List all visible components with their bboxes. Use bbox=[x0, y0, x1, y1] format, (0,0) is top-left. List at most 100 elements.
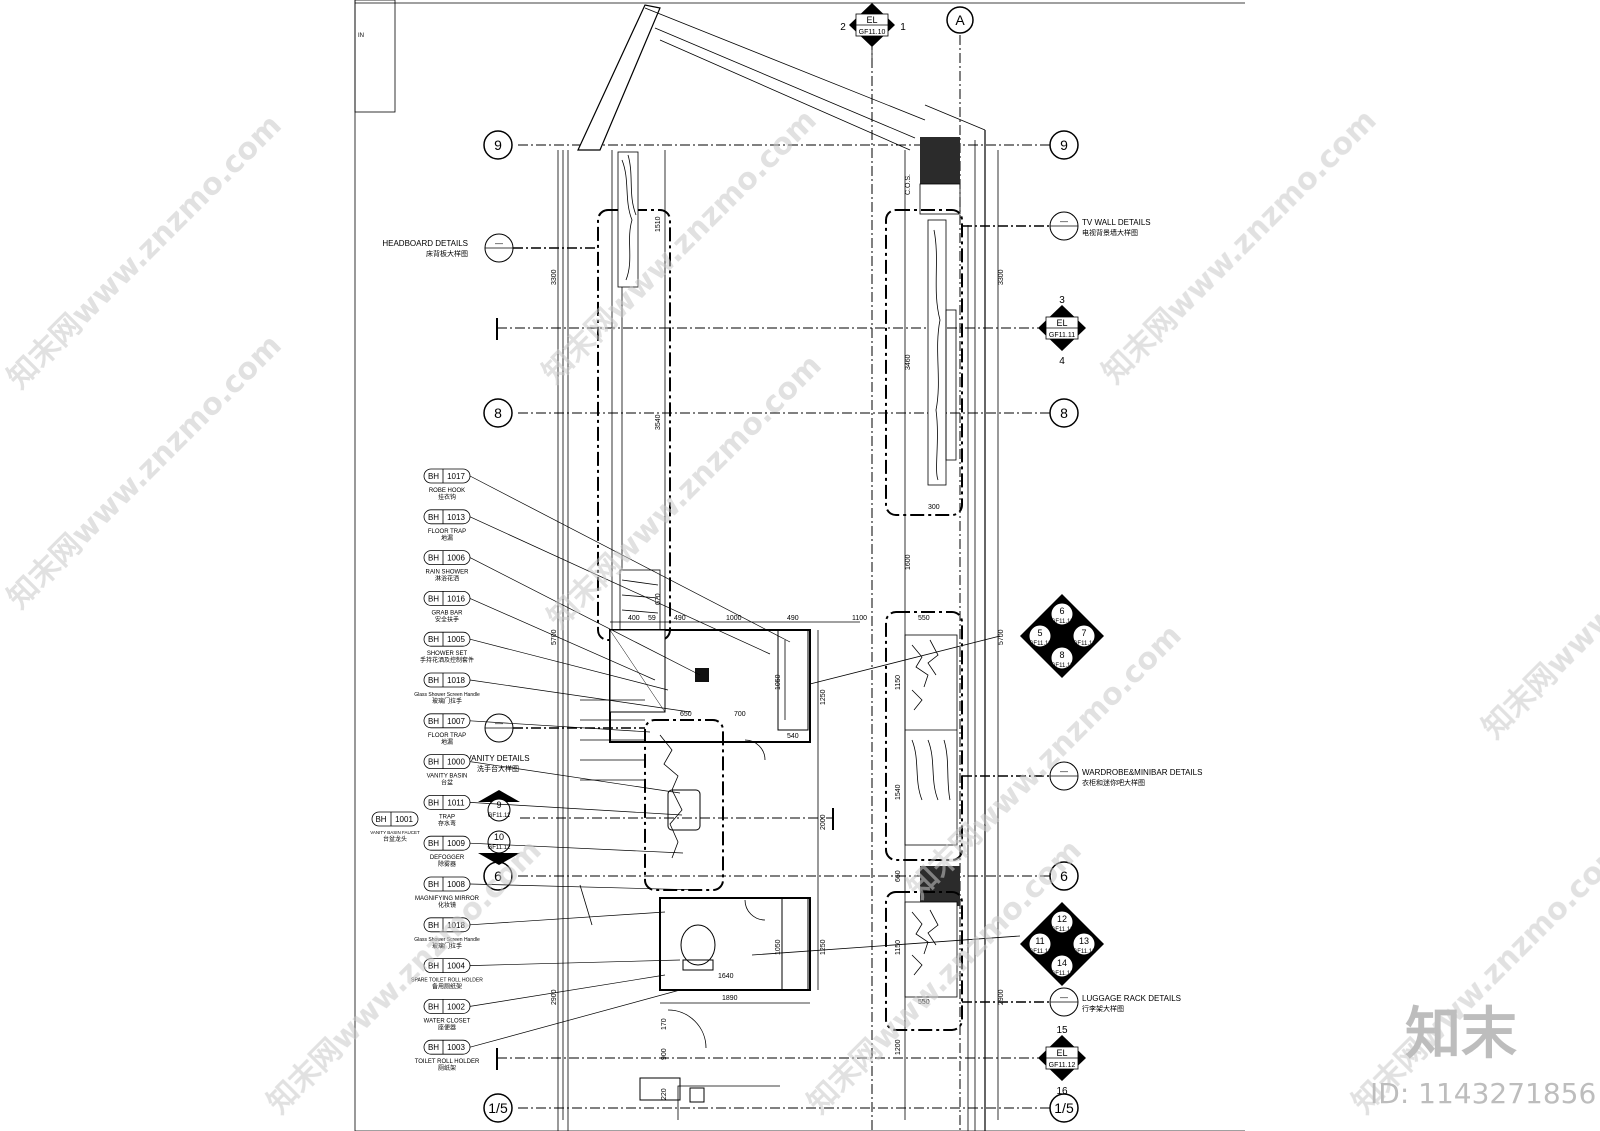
svg-text:400: 400 bbox=[628, 615, 640, 622]
svg-text:VANITY DETAILS: VANITY DETAILS bbox=[466, 754, 529, 763]
elevation-marker-top: EL GF11.10 2 1 bbox=[840, 3, 906, 60]
fixture-name-en: RAIN SHOWER bbox=[425, 570, 469, 576]
fixture-code: 1017 bbox=[447, 472, 465, 481]
svg-text:LUGGAGE RACK DETAILS: LUGGAGE RACK DETAILS bbox=[1082, 994, 1181, 1003]
fixture-name-cn: 手持花洒及控制套件 bbox=[420, 656, 474, 664]
elevation-quad-marker-upper: 6 GF11.11 5 GF11.11 7 GF11.11 8 GF11.11 bbox=[1020, 594, 1104, 678]
svg-text:170: 170 bbox=[661, 1018, 668, 1030]
dimension-lines bbox=[562, 150, 999, 1120]
grid-lines bbox=[496, 35, 1050, 1131]
svg-text:TV WALL DETAILS: TV WALL DETAILS bbox=[1082, 218, 1151, 227]
fixture-name-en: Glass Shower Screen Handle bbox=[414, 692, 480, 698]
svg-text:1/5: 1/5 bbox=[1054, 1100, 1074, 1116]
svg-text:550: 550 bbox=[918, 615, 930, 622]
grid-bubble-9-left: 9 bbox=[483, 130, 513, 160]
svg-text:GF11.12: GF11.12 bbox=[1051, 971, 1075, 977]
grid-bubble-8-left: 8 bbox=[483, 398, 513, 428]
svg-text:知末网www.znzmo.com: 知末网www.znzmo.com bbox=[1476, 458, 1600, 746]
svg-text:电视背景墙大样图: 电视背景墙大样图 bbox=[1082, 228, 1138, 237]
svg-text:GF11.12: GF11.12 bbox=[1051, 927, 1075, 933]
callout-headboard: — HEADBOARD DETAILS 床背板大样图 bbox=[382, 233, 598, 263]
svg-text:8: 8 bbox=[1060, 405, 1068, 421]
svg-text:5700: 5700 bbox=[551, 629, 558, 645]
svg-text:HEADBOARD DETAILS: HEADBOARD DETAILS bbox=[382, 239, 468, 248]
fixture-name-en: WATER CLOSET bbox=[424, 1018, 471, 1024]
svg-text:GF11.11: GF11.11 bbox=[1073, 641, 1096, 647]
fixture-name-cn: 存水弯 bbox=[438, 819, 456, 827]
fixture-prefix: BH bbox=[428, 921, 439, 930]
svg-text:13: 13 bbox=[1079, 936, 1089, 946]
tv-wall bbox=[885, 209, 963, 516]
svg-text:2900: 2900 bbox=[998, 989, 1005, 1005]
svg-text:GF11.11: GF11.11 bbox=[1051, 663, 1074, 669]
fixture-name-en: MAGNIFYING MIRROR bbox=[415, 896, 480, 902]
svg-text:1150: 1150 bbox=[895, 940, 902, 955]
fixture-name-en: TRAP bbox=[439, 814, 455, 820]
fixture-code: 1018 bbox=[447, 676, 465, 685]
svg-text:GF11.12: GF11.12 bbox=[1049, 1062, 1076, 1069]
svg-text:300: 300 bbox=[928, 504, 940, 511]
fixture-code: 1002 bbox=[447, 1002, 465, 1011]
svg-text:1001: 1001 bbox=[395, 815, 413, 824]
fixture-name-cn: 地漏 bbox=[441, 738, 453, 746]
luggage-rack bbox=[885, 891, 963, 1031]
fixture-prefix: BH bbox=[428, 962, 439, 971]
svg-text:GF11.11: GF11.11 bbox=[1029, 641, 1052, 647]
fixture-prefix: BH bbox=[428, 880, 439, 889]
svg-text:GF11.12: GF11.12 bbox=[488, 845, 512, 851]
fixture-name-en: ROBE HOOK bbox=[429, 488, 465, 494]
fixture-prefix: BH bbox=[428, 798, 439, 807]
svg-text:行李架大样图: 行李架大样图 bbox=[1082, 1004, 1124, 1013]
svg-text:650: 650 bbox=[680, 711, 692, 718]
svg-text:EL: EL bbox=[1056, 318, 1067, 328]
svg-text:1200: 1200 bbox=[895, 1039, 902, 1055]
svg-text:洗手台大样图: 洗手台大样图 bbox=[477, 764, 519, 773]
svg-text:EL: EL bbox=[866, 15, 877, 25]
svg-text:GF11.12: GF11.12 bbox=[1073, 949, 1097, 955]
section-marker-10: 10 GF11.12 bbox=[478, 830, 520, 865]
section-marker-9: 9 GF11.11 bbox=[478, 790, 520, 822]
svg-text:床背板大样图: 床背板大样图 bbox=[426, 249, 468, 258]
fixture-prefix: BH bbox=[428, 676, 439, 685]
callout-luggage: — LUGGAGE RACK DETAILS 行李架大样图 bbox=[962, 987, 1181, 1017]
svg-text:4: 4 bbox=[1059, 356, 1065, 367]
callout-wardrobe: — WARDROBE&MINIBAR DETAILS 衣柜和迷你吧大样图 bbox=[962, 761, 1202, 791]
svg-text:GF11.10: GF11.10 bbox=[859, 29, 886, 36]
svg-text:2: 2 bbox=[840, 22, 846, 33]
fixture-name-en: FLOOR TRAP bbox=[428, 529, 466, 535]
svg-text:12: 12 bbox=[1057, 914, 1067, 924]
fixture-name-cn: 备用厕纸架 bbox=[432, 983, 462, 991]
svg-text:—: — bbox=[495, 239, 503, 248]
svg-text:VANITY BASIN FAUCET: VANITY BASIN FAUCET bbox=[370, 830, 420, 835]
callout-tv-wall: — TV WALL DETAILS 电视背景墙大样图 bbox=[962, 211, 1151, 241]
fixture-name-cn: 淋浴花洒 bbox=[435, 575, 459, 583]
svg-text:11: 11 bbox=[1035, 936, 1044, 946]
fixture-prefix: BH bbox=[428, 717, 439, 726]
svg-text:3540: 3540 bbox=[655, 414, 662, 430]
svg-text:900: 900 bbox=[661, 1048, 668, 1060]
svg-text:9: 9 bbox=[1060, 137, 1068, 153]
svg-text:知末网www.znzmo.com: 知末网www.znzmo.com bbox=[1096, 103, 1384, 391]
grid-bubble-9-right: 9 bbox=[1049, 130, 1079, 160]
svg-text:6: 6 bbox=[494, 868, 502, 884]
svg-text:EL: EL bbox=[1056, 1048, 1067, 1058]
dimension-texts: 3300 5700 2900 3300 5700 2900 3540 1510 … bbox=[551, 174, 1005, 1100]
fixture-prefix: BH bbox=[428, 554, 439, 563]
svg-text:1510: 1510 bbox=[655, 216, 662, 232]
svg-text:490: 490 bbox=[674, 615, 686, 622]
callout-vanity: — VANITY DETAILS 洗手台大样图 bbox=[466, 713, 645, 773]
fixture-code: 1003 bbox=[447, 1043, 465, 1052]
svg-text:GF11.12: GF11.12 bbox=[1029, 949, 1053, 955]
fixture-name-en: GRAB BAR bbox=[431, 610, 463, 616]
fixture-prefix: BH bbox=[428, 635, 439, 644]
fixture-name-en: SHOWER SET bbox=[427, 651, 468, 657]
fixture-name-en: SPARE TOILET ROLL HOLDER bbox=[411, 978, 483, 984]
svg-text:1640: 1640 bbox=[718, 973, 734, 980]
svg-text:2000: 2000 bbox=[820, 814, 827, 830]
